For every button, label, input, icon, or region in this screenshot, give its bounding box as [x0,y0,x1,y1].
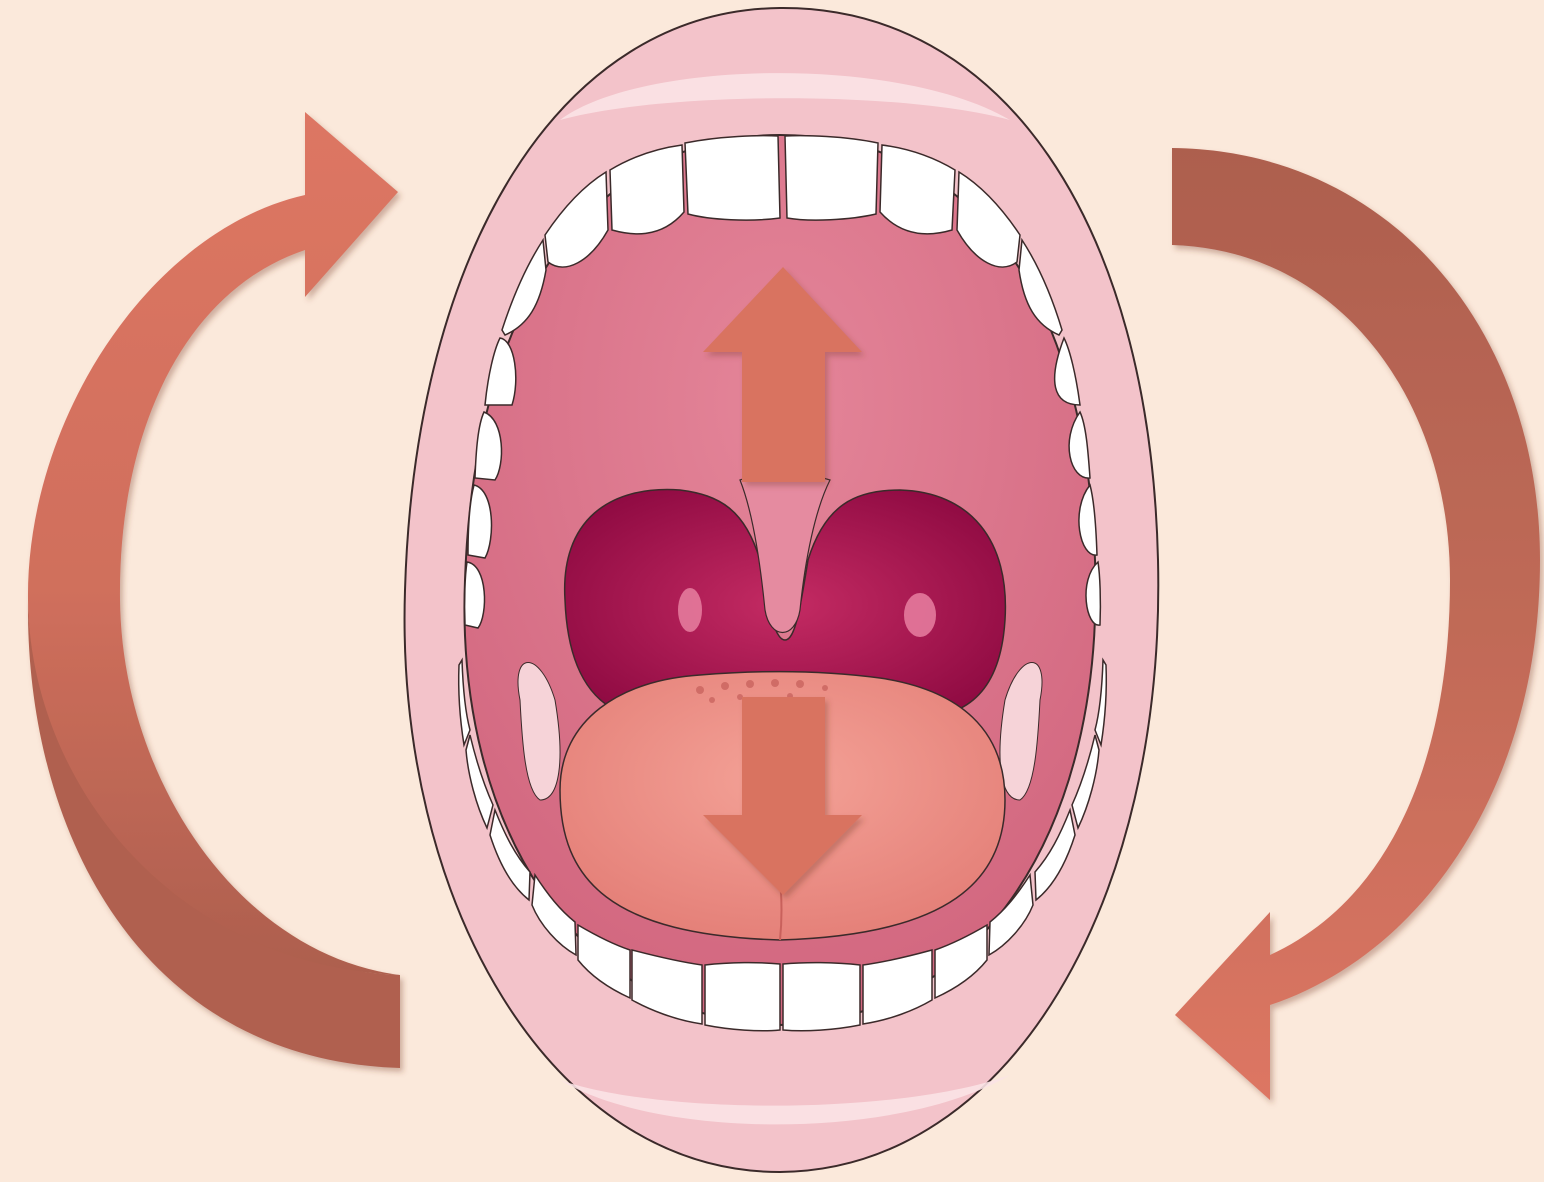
open-mouth-illustration [405,8,1159,1172]
